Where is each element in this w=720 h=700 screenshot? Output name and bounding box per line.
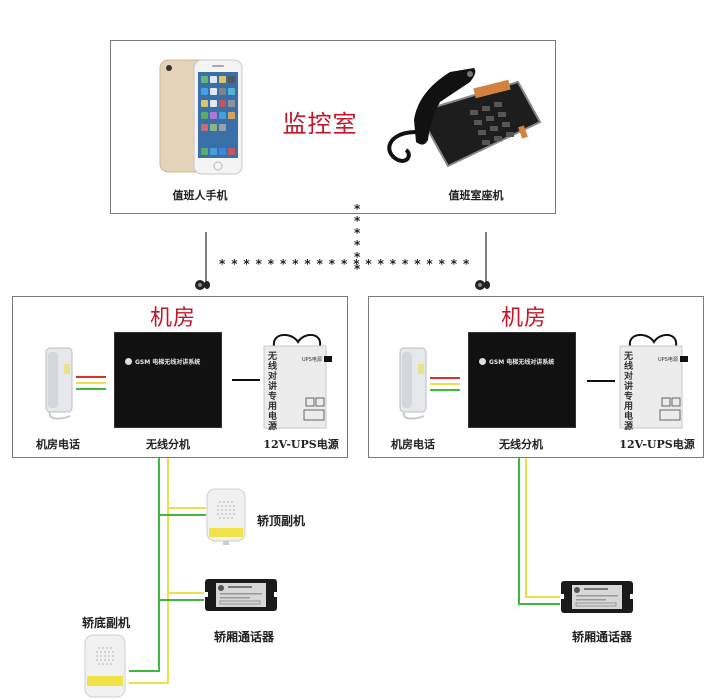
wireless-link-star: * [341,257,348,271]
car-intercom-label-left: 轿厢通话器 [214,630,275,644]
machine-room-phone-label-left: 机房电话 [36,438,80,451]
car-intercom-label-right: 轿厢通话器 [572,630,633,644]
wireless-link-star: * [354,202,361,216]
wireless-extension-label-left: 无线分机 [146,438,190,451]
wire-green [129,458,160,672]
gsm-panel-text-right: GSM 电梯无线对讲系统 [489,359,555,366]
car-bottom-unit-label: 轿底副机 [82,616,131,630]
ups-label-left: 12V-UPS电源 [263,438,339,451]
wireless-link-star: * [304,257,311,271]
wire-green [430,389,460,391]
wall-phone-icon-left [42,346,76,420]
wall-phone-icon-right [396,346,430,420]
wireless-extension-label-right: 无线分机 [499,438,543,451]
ups-badge-left: UPS电源 [302,357,322,363]
wireless-link-star: * [402,257,409,271]
wireless-link-star: * [354,250,361,264]
ups-panel-text-left: 无线对讲专用电源 [268,352,278,432]
ups-badge-right: UPS电源 [658,357,678,363]
wire-yellow [430,383,460,385]
ups-power-unit-right: 无线对讲专用电源 UPS电源 [618,334,692,432]
wireless-link-star: * [219,257,226,271]
wireless-link-star: * [354,214,361,228]
smartphone-icon [158,58,244,176]
wireless-link-star: * [316,257,323,271]
gsm-logo-icon [479,358,486,365]
wireless-link-star: * [353,257,360,271]
ups-panel-text-right: 无线对讲专用电源 [624,352,634,432]
wireless-link-star: * [267,257,275,271]
monitor-room-title: 监控室 [282,110,358,138]
wireless-link-star: * [292,257,299,271]
wireless-link-star: * [243,257,250,271]
machine-room-phone-label-right: 机房电话 [391,438,435,451]
wireless-link-star: * [255,257,262,271]
car-top-unit-label: 轿顶副机 [257,514,306,528]
wireless-link-star: * [377,257,384,271]
wireless-extension-unit-right: GSM 电梯无线对讲系统 [468,332,576,428]
wireless-extension-unit-left: GSM 电梯无线对讲系统 [114,332,222,428]
power-cable-left [232,379,260,381]
duty-phone-label: 值班人手机 [172,189,228,202]
wireless-link-star: * [354,226,361,240]
wireless-link-star: * [389,257,397,271]
wireless-link-star: * [463,257,470,271]
ups-power-unit-left: 无线对讲专用电源 UPS电源 [262,334,336,432]
antenna-icon-right [474,230,494,294]
gsm-logo-icon [125,358,132,365]
wireless-link-star: * [450,257,458,271]
wireless-link-star: * [438,257,445,271]
wireless-link-star: * [426,257,433,271]
car-intercom-icon-left [204,578,278,612]
car-top-speaker-icon [206,488,246,546]
wireless-link-star: * [354,262,361,276]
machine-room-title-left: 机房 [149,306,197,331]
gsm-panel-text-left: GSM 电梯无线对讲系统 [135,359,201,366]
wire-yellow [129,458,169,684]
power-cable-right [587,380,615,382]
car-intercom-icon-right [560,580,634,614]
wireless-link-star: * [231,257,238,271]
wire-red [76,376,106,378]
wire-yellow [525,458,560,598]
car-bottom-speaker-icon [84,634,126,698]
wireless-link-star: * [328,257,336,271]
wireless-link-star: * [354,238,361,252]
wire-green [518,458,560,605]
desk-phone-icon [378,62,544,170]
desk-phone-label: 值班室座机 [448,189,504,202]
antenna-icon-left [194,230,214,294]
wireless-link-star: * [280,257,287,271]
ups-label-right: 12V-UPS电源 [619,438,695,451]
wireless-link-star: * [365,257,372,271]
wire-green [76,388,106,390]
wireless-link-star: * [414,257,421,271]
machine-room-title-right: 机房 [500,306,548,331]
wire-red [430,377,460,379]
wire-yellow [76,382,106,384]
